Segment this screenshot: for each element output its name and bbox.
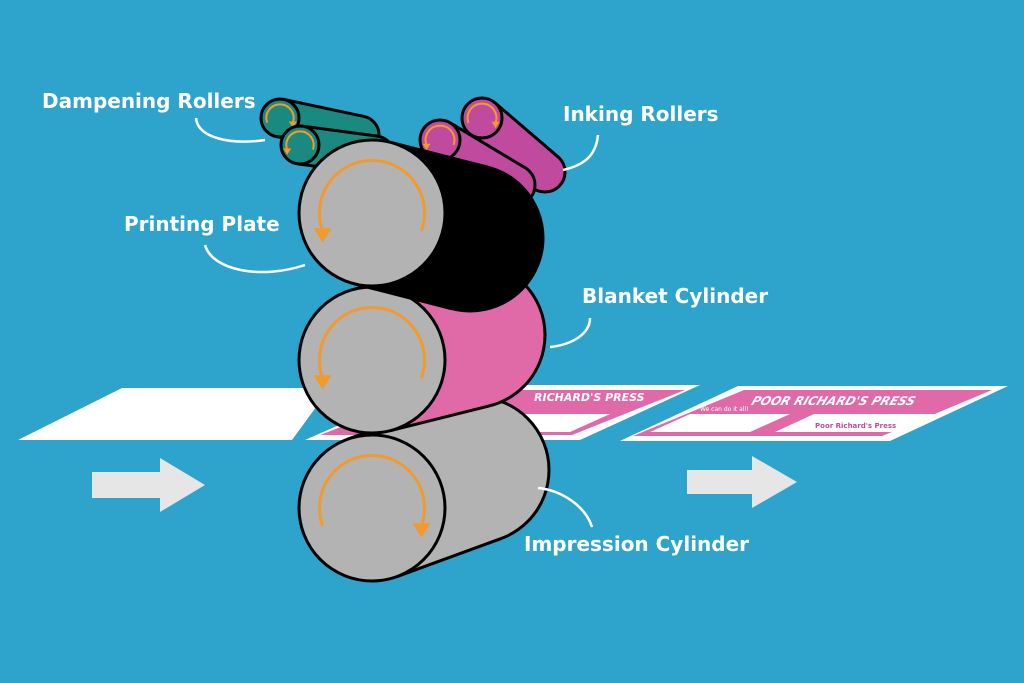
inking-roller-2-rotation-arrow [424,124,456,146]
inking-roller-2-arrowhead [422,143,431,151]
dampening-roller-1-arrowhead [288,121,297,128]
sheet-brand-text: Poor Richard's Press [815,422,896,430]
label-printing-plate: Printing Plate [124,212,280,236]
leader-blanket [549,317,592,349]
leader-impression [537,486,594,528]
dampening-roller-1-edge [283,97,365,118]
blanket-cylinder-edge [389,404,491,433]
dampening-roller-2-rotation-arrow [285,130,315,151]
blanket-cylinder-rotation-arrow [317,305,427,379]
sheet-header-text: POOR RICHARD'S PRESS [750,393,918,408]
label-impression-cylinder: Impression Cylinder [524,532,749,556]
impression-cylinder-rotation-arrow [317,453,427,527]
leader-dampening [194,117,266,143]
printing-plate-cylinder-edge [389,140,489,169]
printing-plate-cylinder-arrowhead [313,228,332,243]
feed-arrow-in [92,458,205,512]
printing-plate-cylinder-edge [353,282,453,311]
leader-plate [203,244,306,274]
impression-cylinder-arrowhead [412,523,431,538]
inking-roller-1-rotation-arrow [466,102,498,124]
sheet-header-partial-text: RICHARD'S PRESS [534,391,645,404]
printing-plate-cylinder-rotation-arrow [317,158,427,232]
sheet-tagline-text: We can do it all! [700,406,749,413]
dampening-roller-2-edge [302,124,378,138]
label-dampening-rollers: Dampening Rollers [42,89,256,113]
inking-roller-1-arrowhead [491,121,500,129]
label-blanket-cylinder: Blanket Cylinder [582,284,768,308]
inking-roller-1-edge [494,101,559,158]
dampening-roller-2-arrowhead [283,148,292,155]
printed-sheet-output: POOR RICHARD'S PRESS Poor Richard's Pres… [620,386,1008,441]
label-inking-rollers: Inking Rollers [563,102,719,126]
inking-roller-2-edge [449,121,527,170]
impression-cylinder-edge [396,537,502,578]
blank-paper-sheet [18,388,330,440]
leader-inking [562,134,600,172]
feed-arrow-out [687,456,797,508]
blanket-cylinder-arrowhead [313,375,332,390]
dampening-roller-1-rotation-arrow [265,103,295,124]
